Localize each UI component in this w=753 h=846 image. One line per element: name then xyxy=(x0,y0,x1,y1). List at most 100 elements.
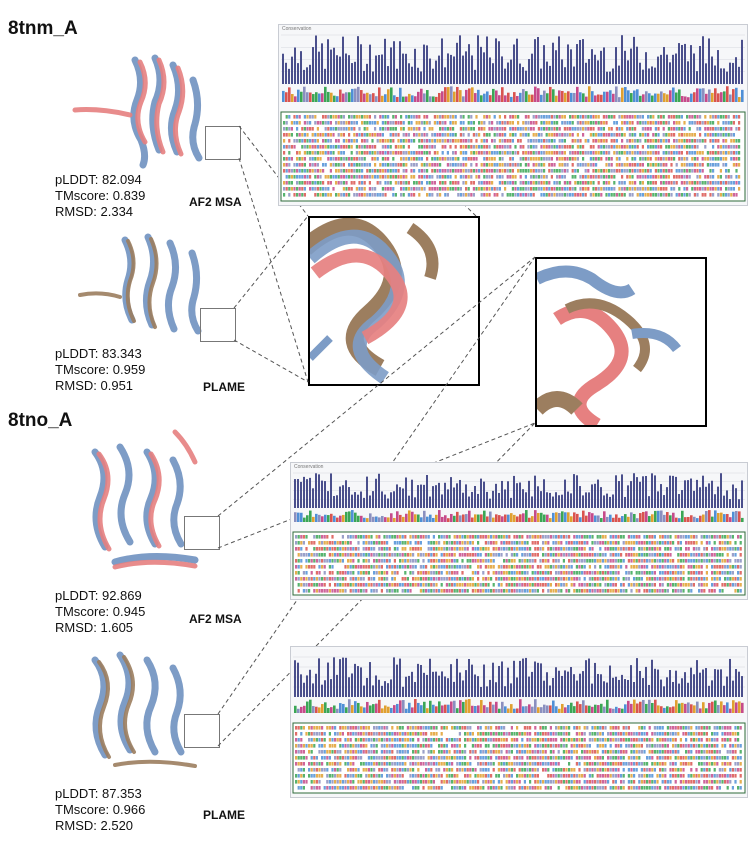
alignment-residue xyxy=(617,553,620,557)
alignment-residue xyxy=(329,175,332,179)
alignment-residue xyxy=(542,726,545,730)
sequence-logo-glyph xyxy=(387,706,390,713)
alignment-residue xyxy=(562,559,565,563)
alignment-residue xyxy=(409,583,412,587)
alignment-residue xyxy=(349,589,352,593)
alignment-residue xyxy=(615,193,618,197)
conservation-bar xyxy=(351,63,353,84)
sequence-logo-glyph xyxy=(600,94,603,102)
alignment-residue xyxy=(300,738,303,742)
alignment-residue xyxy=(454,169,457,173)
alignment-residue xyxy=(565,726,568,730)
alignment-residue xyxy=(414,565,417,569)
alignment-residue xyxy=(485,115,488,119)
alignment-residue xyxy=(662,193,665,197)
alignment-residue xyxy=(597,187,600,191)
sequence-logo-glyph xyxy=(321,516,324,522)
alignment-residue xyxy=(328,547,331,551)
alignment-residue xyxy=(418,187,421,191)
sequence-logo-glyph xyxy=(717,512,720,522)
alignment-residue xyxy=(712,139,715,143)
alignment-residue xyxy=(608,151,611,155)
alignment-residue xyxy=(295,571,298,575)
sequence-logo-glyph xyxy=(333,705,336,713)
alignment-residue xyxy=(560,589,563,593)
model-structure xyxy=(72,57,186,157)
alignment-residue xyxy=(339,583,342,587)
alignment-residue xyxy=(407,127,410,131)
alignment-residue xyxy=(375,535,378,539)
alignment-residue xyxy=(371,133,374,137)
alignment-residue xyxy=(510,571,513,575)
alignment-residue xyxy=(426,193,429,197)
alignment-residue xyxy=(558,175,561,179)
alignment-residue xyxy=(596,726,599,730)
conservation-bar xyxy=(297,63,299,84)
alignment-residue xyxy=(693,121,696,125)
alignment-residue xyxy=(516,553,519,557)
sequence-logo-glyph xyxy=(297,708,300,713)
alignment-residue xyxy=(657,151,660,155)
alignment-residue xyxy=(436,121,439,125)
alignment-residue xyxy=(543,187,546,191)
alignment-residue xyxy=(575,571,578,575)
alignment-residue xyxy=(303,163,306,167)
conservation-bar xyxy=(480,686,482,697)
alignment-residue xyxy=(594,732,597,736)
alignment-residue xyxy=(648,535,651,539)
conservation-bar xyxy=(516,38,518,84)
alignment-residue xyxy=(646,589,649,593)
alignment-residue xyxy=(582,115,585,119)
alignment-residue xyxy=(527,157,530,161)
alignment-residue xyxy=(465,157,468,161)
alignment-residue xyxy=(555,559,558,563)
conservation-bar xyxy=(726,676,728,697)
alignment-residue xyxy=(311,163,314,167)
alignment-residue xyxy=(484,726,487,730)
alignment-residue xyxy=(500,553,503,557)
conservation-bar xyxy=(612,677,614,697)
alignment-residue xyxy=(617,732,620,736)
alignment-residue xyxy=(310,541,313,545)
alignment-residue xyxy=(617,589,620,593)
alignment-residue xyxy=(375,738,378,742)
alignment-residue xyxy=(667,151,670,155)
alignment-residue xyxy=(545,181,548,185)
alignment-residue xyxy=(328,744,331,748)
alignment-residue xyxy=(393,559,396,563)
sequence-logo-glyph xyxy=(705,93,708,102)
alignment-residue xyxy=(654,169,657,173)
alignment-residue xyxy=(290,133,293,137)
alignment-residue xyxy=(636,169,639,173)
alignment-residue xyxy=(548,139,551,143)
alignment-residue xyxy=(392,193,395,197)
alignment-residue xyxy=(376,121,379,125)
alignment-residue xyxy=(495,535,498,539)
alignment-residue xyxy=(321,565,324,569)
alignment-residue xyxy=(323,583,326,587)
alignment-residue xyxy=(365,726,368,730)
alignment-residue xyxy=(361,133,364,137)
alignment-residue xyxy=(696,145,699,149)
alignment-residue xyxy=(511,193,514,197)
alignment-residue xyxy=(371,151,374,155)
alignment-residue xyxy=(492,744,495,748)
alignment-residue xyxy=(555,738,558,742)
alignment-residue xyxy=(388,583,391,587)
conservation-bar xyxy=(534,661,536,697)
alignment-residue xyxy=(638,553,641,557)
sequence-logo-glyph xyxy=(636,703,639,713)
alignment-residue xyxy=(376,175,379,179)
alignment-residue xyxy=(690,589,693,593)
alignment-residue xyxy=(664,565,667,569)
alignment-residue xyxy=(360,583,363,587)
alignment-residue xyxy=(313,589,316,593)
alignment-residue xyxy=(657,175,660,179)
alignment-residue xyxy=(510,583,513,587)
alignment-residue xyxy=(688,133,691,137)
alignment-residue xyxy=(545,145,548,149)
alignment-residue xyxy=(388,589,391,593)
alignment-residue xyxy=(313,738,316,742)
alignment-residue xyxy=(601,559,604,563)
alignment-residue xyxy=(399,535,402,539)
